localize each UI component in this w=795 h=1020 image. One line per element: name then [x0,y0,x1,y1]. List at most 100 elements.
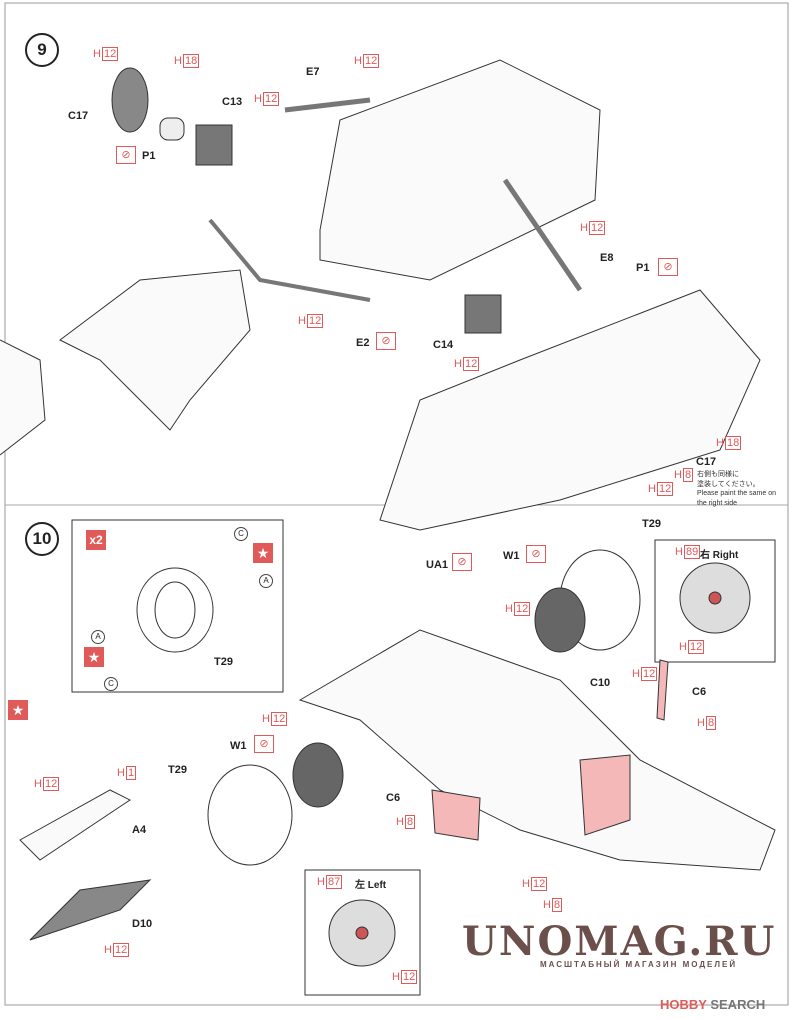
note-en: Please paint the same on the right side [697,490,776,507]
watermark-subtitle: МАСШТАБНЫЙ МАГАЗИН МОДЕЛЕЙ [540,960,738,969]
part-a4 [19,789,131,861]
paint-code-number: 12 [530,877,548,891]
paint-code-number: 12 [687,640,705,654]
label-w1: W1 [503,550,520,562]
paint-code-number: 12 [400,970,418,984]
sidepod-c6-painted [579,754,631,836]
paint-code-number: 8 [551,898,563,912]
paint-code-number: 12 [656,482,674,496]
tire-t29-left [207,764,293,866]
label-e2: E2 [356,337,370,349]
label-c13: C13 [222,96,243,108]
hobby-search-logo: HOBBY SEARCH [660,997,766,1012]
page-border [4,2,789,1006]
no-glue-icon: ⊘ [658,258,678,276]
part-e2 [208,218,371,302]
paint-code-number: 12 [112,943,130,957]
paint-code-number: 12 [262,92,280,106]
label-e8: E8 [600,252,614,264]
label-c10: C10 [590,677,611,689]
upright-c14 [464,294,502,334]
label-a4: A4 [132,824,147,836]
part-c6-left [431,789,481,841]
quantity-badge: x2 [86,530,106,550]
tire-assembly-box [71,519,284,693]
label-left: 左 Left [355,880,387,891]
right-wheel-box [654,539,776,663]
part-c6-right [656,659,669,721]
paint-code-number: 18 [724,436,742,450]
no-glue-icon: ⊘ [376,332,396,350]
marker-a: A [259,574,273,588]
paint-code-number: 8 [682,468,694,482]
left-wheel-box [304,869,421,996]
paint-code-number: 12 [362,54,380,68]
wheel-w1-left [292,742,344,808]
part-p1 [159,117,185,141]
marker-a: A [91,630,105,644]
label-p1: P1 [142,150,156,162]
part-e8 [502,178,583,292]
paint-code-number: 12 [462,357,480,371]
paint-code-number: 12 [270,712,288,726]
star-icon: ★ [84,647,104,667]
upright-c13 [195,124,233,166]
label-p1-right: P1 [636,262,650,274]
label-e7: E7 [306,66,320,78]
paint-code-number: 18 [182,54,200,68]
label-ua1: UA1 [426,559,449,571]
label-w1: W1 [230,740,247,752]
star-icon: ★ [8,700,28,720]
note-jp: 右側も同様に 塗装してください。 [697,471,760,488]
label-t29: T29 [642,518,661,530]
tire-t29-box [136,567,214,653]
paint-code-number: 12 [588,221,606,235]
label-c6: C6 [386,792,401,804]
no-glue-icon: ⊘ [526,545,546,563]
no-glue-icon: ⊘ [116,146,136,164]
paint-code-number: 8 [404,815,416,829]
brake-disc-c17 [111,67,149,133]
paint-code-number: 12 [513,602,531,616]
watermark-title: UNOMAG.RU [462,918,777,965]
label-c17: C17 [68,110,89,122]
paint-code-number: 8 [705,716,717,730]
wheel-w1-right [534,587,586,653]
no-glue-icon: ⊘ [452,553,472,571]
floor-pan [379,289,761,531]
car-body-step10 [298,629,776,871]
label-d10: D10 [132,918,153,930]
part-e7 [284,97,371,113]
paint-code-number: 12 [306,314,324,328]
marker-c: C [234,527,248,541]
label-c6: C6 [692,686,707,698]
no-glue-icon: ⊘ [254,735,274,753]
marker-c: C [104,677,118,691]
label-c17-right: C17 [696,456,717,468]
paint-code-number: 1 [125,766,137,780]
paint-code-number: 12 [640,667,658,681]
